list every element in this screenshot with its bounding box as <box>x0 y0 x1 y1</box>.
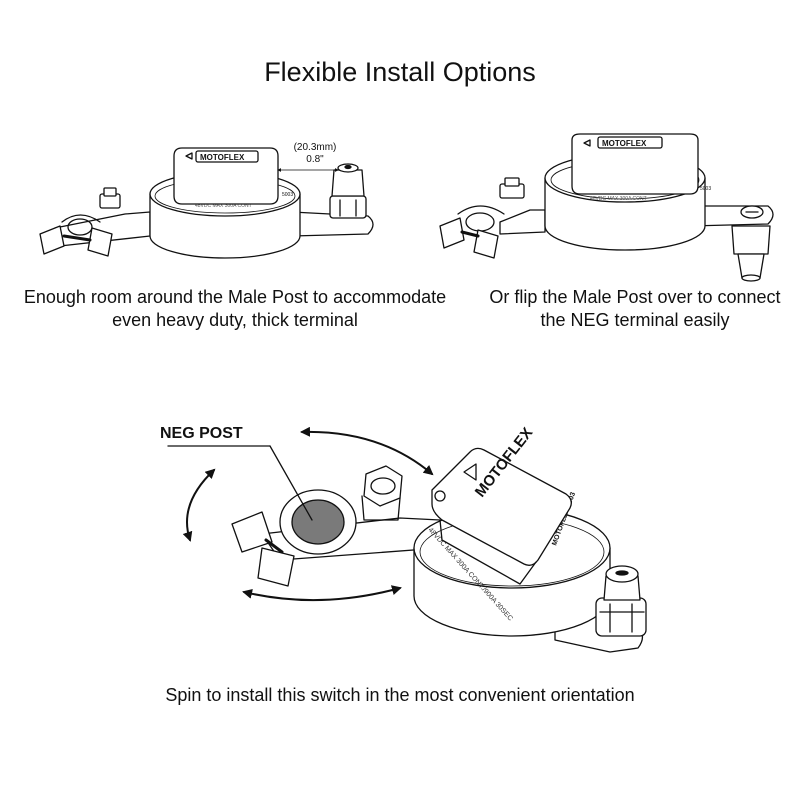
brand-text-top-right: MOTOFLEX <box>602 139 647 148</box>
rotate-arrow-icon <box>300 426 434 476</box>
dimension-mm-label: (20.3mm) <box>293 142 337 153</box>
triangle-marker-icon <box>186 153 192 159</box>
neg-post-graphic <box>292 500 344 544</box>
triangle-marker-icon <box>584 140 590 146</box>
caption-left: Enough room around the Male Post to acco… <box>0 286 470 331</box>
caption-bottom: Spin to install this switch in the most … <box>165 685 635 705</box>
page-title: Flexible Install Options <box>264 57 536 87</box>
svg-text:5003: 5003 <box>282 192 293 198</box>
svg-text:48VDC MAX 300A CONT: 48VDC MAX 300A CONT <box>590 196 647 202</box>
caption-right-line1: Or flip the Male Post over to connect <box>489 287 781 307</box>
caption-left-line1: Enough room around the Male Post to acco… <box>23 287 447 307</box>
svg-text:5003: 5003 <box>700 186 711 192</box>
neg-post-label: NEG POST <box>160 425 243 442</box>
dimension-in-label: 0.8" <box>306 154 324 165</box>
rotate-arrow-icon <box>242 585 402 600</box>
rotation-arrows <box>182 426 434 600</box>
caption-right-line2: the NEG terminal easily <box>540 309 730 330</box>
caption-left-line2: even heavy duty, thick terminal <box>112 309 358 330</box>
brand-text-top-left: MOTOFLEX <box>200 153 245 162</box>
triangle-marker-icon <box>464 464 476 480</box>
rotate-arrow-icon <box>182 468 216 542</box>
switch-top-right: 48VDC MAX 300A CONT MOTOFLEX 5003 <box>440 134 773 281</box>
switch-top-left: 48VDC MAX 300A CONT MOTOFLEX 5003 <box>40 148 373 258</box>
svg-text:48VDC MAX 300A CONT: 48VDC MAX 300A CONT <box>195 203 252 209</box>
switch-bottom: 48VDC MAX 300A CONT./900A 30SEC MOTOFLEX… <box>168 425 646 652</box>
caption-right: Or flip the Male Post over to connect th… <box>470 286 800 331</box>
